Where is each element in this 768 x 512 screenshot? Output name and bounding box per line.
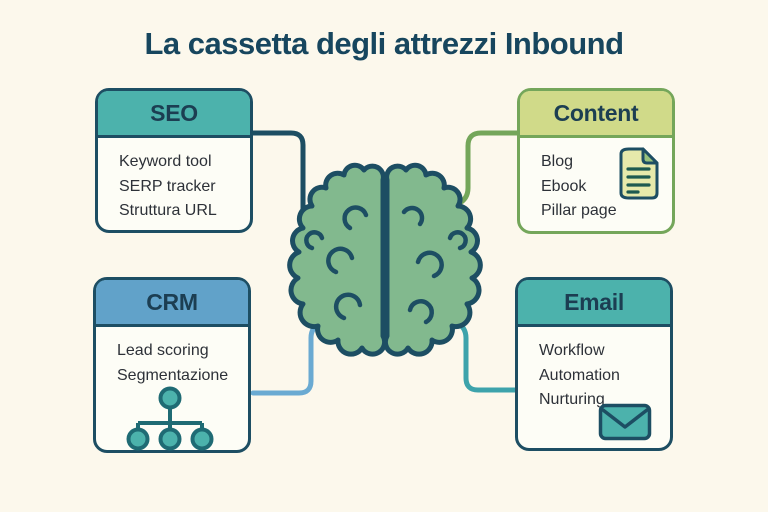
document-icon (619, 147, 659, 200)
list-item: Ebook (541, 177, 587, 195)
card-seo: SEO Keyword tool SERP tracker Struttura … (95, 88, 253, 233)
card-email: Email Workflow Automation Nurturing (515, 277, 673, 451)
card-email-items: Workflow Automation Nurturing (518, 339, 670, 413)
card-content: Content Blog Ebook Pillar page (517, 88, 675, 234)
list-item: SERP tracker (119, 177, 216, 195)
card-seo-items: Keyword tool SERP tracker Struttura URL (98, 150, 250, 224)
brain-icon (287, 162, 483, 357)
card-seo-header: SEO (98, 91, 250, 138)
card-crm-items: Lead scoring Segmentazione (96, 339, 248, 388)
card-content-header: Content (520, 91, 672, 138)
list-item: Lead scoring (117, 342, 209, 359)
list-item: Segmentazione (117, 366, 229, 384)
hierarchy-icon (126, 386, 214, 451)
envelope-icon (598, 403, 652, 441)
list-item: Blog (541, 153, 574, 170)
list-item: Pillar page (541, 202, 617, 219)
brain-folds (304, 205, 468, 325)
list-item: Nurturing (539, 391, 605, 408)
list-item: Keyword tool (119, 153, 212, 170)
card-crm: CRM Lead scoring Segmentazione (93, 277, 251, 453)
list-item: Automation (539, 366, 620, 384)
card-crm-header: CRM (96, 280, 248, 327)
card-email-header: Email (518, 280, 670, 327)
list-item: Struttura URL (119, 202, 217, 219)
card-content-items: Blog Ebook Pillar page (520, 150, 672, 224)
page-title: La cassetta degli attrezzi Inbound (144, 26, 624, 61)
list-item: Workflow (539, 342, 605, 359)
